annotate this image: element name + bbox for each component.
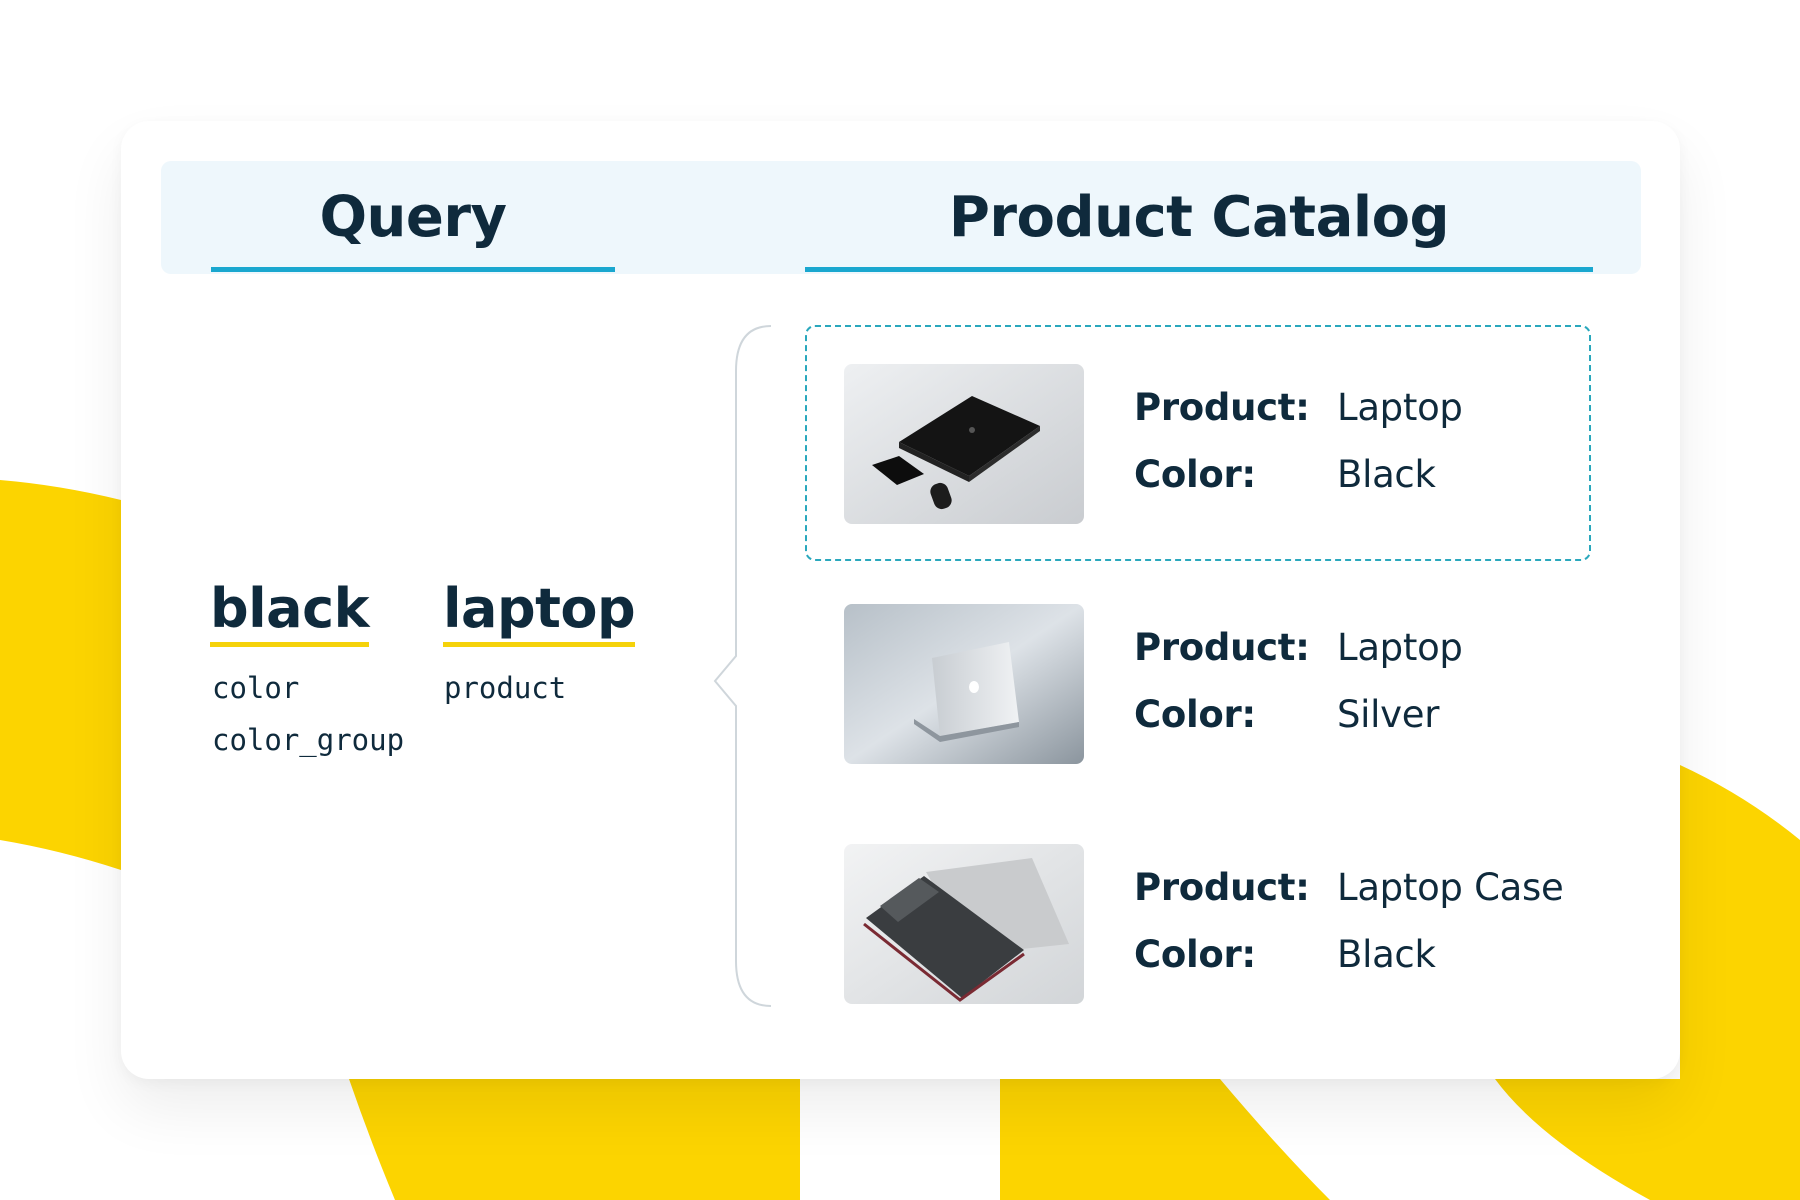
header-band — [161, 161, 1641, 274]
item-3-color-label: Color: — [1134, 933, 1256, 976]
query-tag-color: color — [212, 671, 300, 705]
silver-laptop-image — [844, 604, 1084, 764]
item-3-product-label: Product: — [1134, 866, 1310, 909]
item-1-product-label: Product: — [1134, 386, 1310, 429]
yellow-arc-left — [0, 480, 121, 870]
yellow-arc-bottom-left — [349, 1079, 800, 1200]
item-2-product-value: Laptop — [1337, 626, 1463, 669]
query-term-black: black — [210, 579, 370, 648]
yellow-arc-right — [1495, 765, 1800, 1200]
grouping-brace — [713, 325, 772, 1007]
query-title: Query — [319, 185, 507, 250]
item-2-color-label: Color: — [1134, 693, 1256, 736]
diagram-card: Query Product Catalog black color color_… — [121, 121, 1680, 1079]
query-tag-color-group: color_group — [212, 723, 405, 757]
query-tag-product: product — [444, 671, 567, 705]
black-laptop-image — [844, 364, 1084, 524]
item-2-product-label: Product: — [1134, 626, 1310, 669]
item-1-color-value: Black — [1337, 453, 1436, 496]
item-2-color-value: Silver — [1337, 693, 1440, 736]
laptop-case-image — [844, 844, 1084, 1004]
item-1-color-label: Color: — [1134, 453, 1256, 496]
matched-item-highlight — [805, 325, 1591, 561]
query-title-underline — [211, 267, 615, 272]
item-1-product-value: Laptop — [1337, 386, 1463, 429]
catalog-title-underline — [805, 267, 1593, 272]
yellow-arc-bottom-right — [1000, 1079, 1330, 1200]
item-3-color-value: Black — [1337, 933, 1436, 976]
query-term-laptop: laptop — [443, 579, 636, 648]
item-3-product-value: Laptop Case — [1337, 866, 1564, 909]
catalog-title: Product Catalog — [948, 185, 1450, 250]
